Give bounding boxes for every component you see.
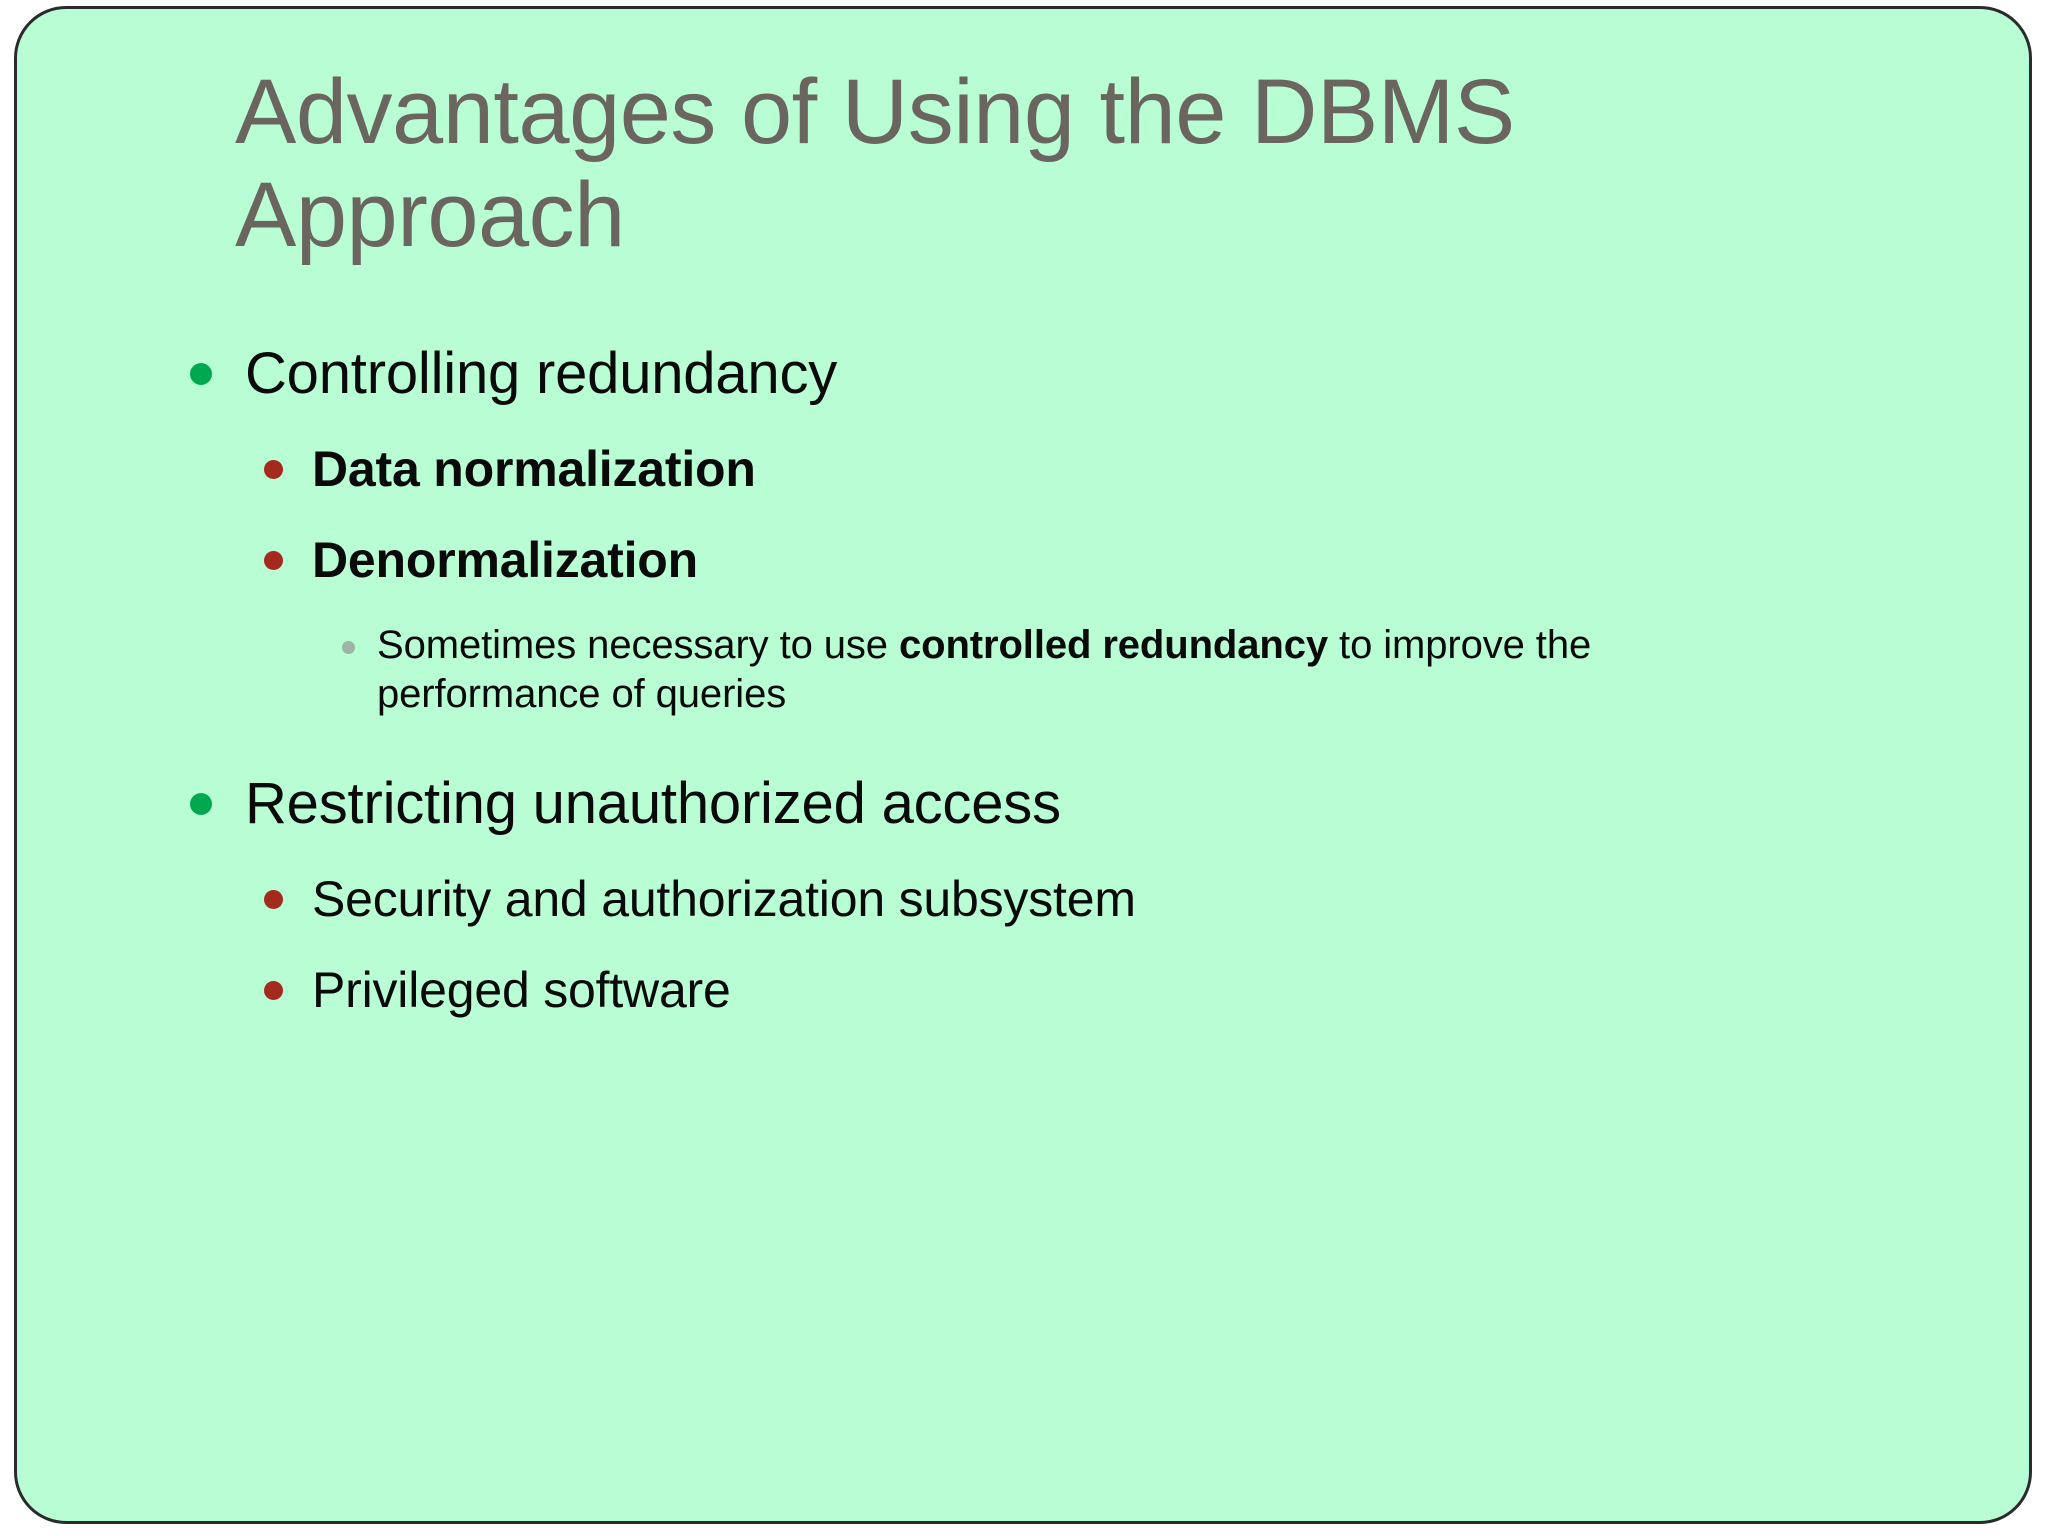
bullet-red-icon [264,550,283,570]
bullet-green-icon [190,792,212,815]
list-item-level1[interactable]: Restricting unauthorized access [17,769,2029,839]
bullet-red-icon [264,889,283,909]
list-item-text-emphasis: controlled redundancy [898,622,1329,667]
list-item-text-pre: Sometimes necessary to use [377,622,899,667]
bullet-green-icon [190,363,212,385]
slide-canvas: Advantages of Using the DBMS Approach Co… [14,6,2032,1524]
list-item-label: Security and authorization subsystem [312,870,1136,927]
bullet-red-icon [264,980,283,1000]
list-item-label: Sometimes necessary to use controlled re… [377,621,1779,719]
bullet-red-icon [264,459,283,479]
list-item-level1[interactable]: Controlling redundancy [17,339,2029,409]
list-item-label: Denormalization [312,531,698,588]
slide-body-list: Controlling redundancy Data normalizatio… [17,339,2029,1029]
list-item-level2[interactable]: Security and authorization subsystem [17,869,2029,930]
list-item-level2[interactable]: Denormalization [17,530,2029,591]
list-item-text-post: to improve the performance of queries [377,622,1592,716]
list-item-label: Privileged software [312,961,731,1018]
page-title: Advantages of Using the DBMS Approach [235,61,1535,267]
list-item-label: Restricting unauthorized access [245,770,1061,836]
list-item-level2[interactable]: Data normalization [17,439,2029,500]
bullet-gray-icon [342,640,355,654]
list-item-level2[interactable]: Privileged software [17,960,2029,1021]
list-item-level3[interactable]: Sometimes necessary to use controlled re… [17,621,2029,719]
list-item-label: Data normalization [312,440,756,497]
list-item-label: Controlling redundancy [245,341,838,406]
